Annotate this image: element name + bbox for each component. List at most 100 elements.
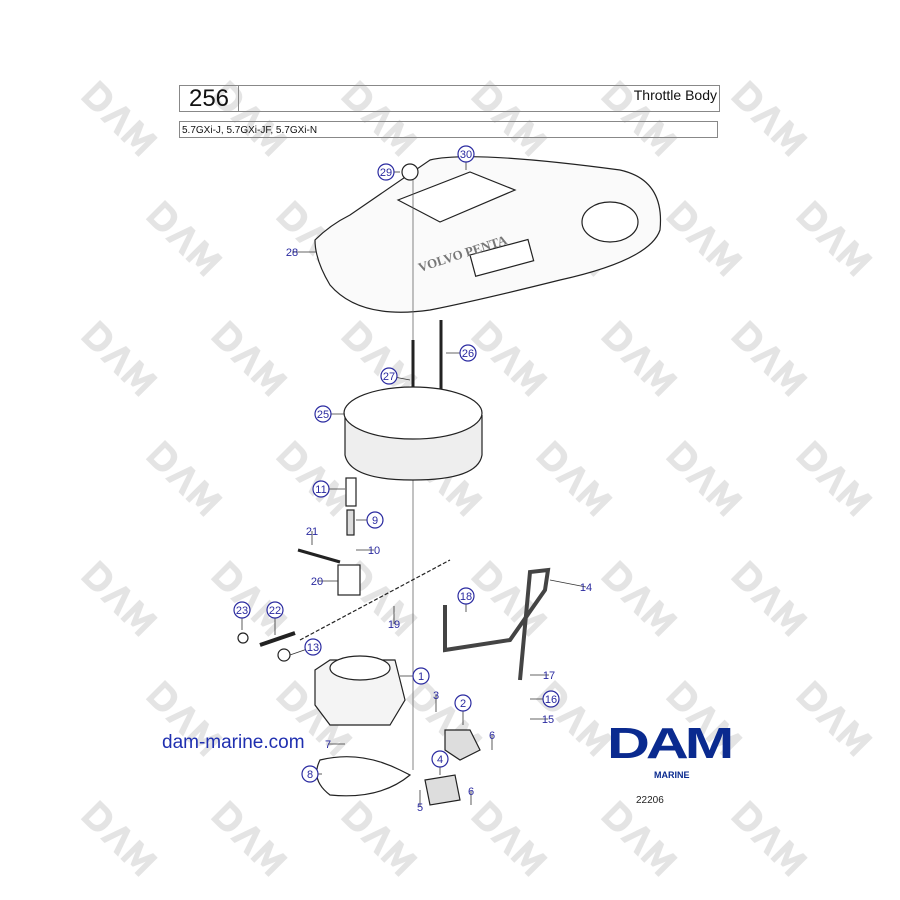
callout-circle (457, 145, 475, 163)
air-filter-top (343, 386, 483, 440)
callout-6[interactable]: 6 (489, 730, 495, 750)
callout-label: 28 (286, 247, 298, 259)
iac-valve-4 (424, 774, 461, 806)
callout-label: 1 (418, 671, 424, 683)
callout-1[interactable]: 1 (400, 667, 430, 685)
engine-cover (314, 156, 662, 313)
gasket-8 (316, 756, 412, 797)
callout-label: 25 (317, 409, 329, 421)
callout-circle (366, 511, 384, 529)
washer-23 (237, 632, 249, 644)
throttle-bore (329, 655, 391, 681)
callout-25[interactable]: 25 (314, 405, 345, 423)
logo-subtitle: MARINE (654, 770, 690, 780)
callout-13[interactable]: 13 (289, 638, 322, 656)
callout-circle (233, 601, 251, 619)
callout-circle (542, 690, 560, 708)
spacer-11 (345, 477, 357, 507)
callout-label: 13 (307, 642, 319, 654)
callout-label: 11 (315, 484, 326, 496)
callout-circle (459, 344, 477, 362)
callout-label: 6 (468, 786, 474, 798)
callout-5[interactable]: 5 (417, 790, 423, 814)
callout-8[interactable]: 8 (301, 765, 322, 783)
callout-26[interactable]: 26 (446, 344, 477, 362)
callout-23[interactable]: 23 (233, 601, 251, 630)
callout-label: 3 (433, 690, 439, 702)
bracket-20 (337, 564, 361, 596)
callout-circle (457, 587, 475, 605)
callout-7[interactable]: 7 (325, 739, 345, 751)
callout-circle (412, 667, 430, 685)
callout-label: 26 (462, 348, 474, 360)
callout-19[interactable]: 19 (388, 606, 400, 631)
bolt-21 (297, 548, 341, 564)
callout-circle (314, 405, 332, 423)
throttle-rod (299, 559, 451, 641)
header-box: 256 Throttle Body (179, 85, 720, 112)
callout-4[interactable]: 4 (431, 750, 449, 775)
callout-30[interactable]: 30 (457, 145, 475, 170)
callout-2[interactable]: 2 (454, 694, 472, 725)
callout-circle (377, 163, 395, 181)
nut-13 (277, 648, 291, 662)
callout-circle (431, 750, 449, 768)
callout-circle (454, 694, 472, 712)
callout-circle (304, 638, 322, 656)
callout-3[interactable]: 3 (433, 690, 439, 712)
stud-9 (346, 509, 355, 536)
callout-label: 22 (269, 605, 281, 617)
callout-label: 7 (325, 739, 331, 751)
support-bracket-14 (443, 567, 551, 681)
callout-14[interactable]: 14 (549, 579, 592, 594)
callout-label: 27 (383, 371, 395, 383)
cover-plate (396, 171, 517, 223)
callout-circle (312, 480, 330, 498)
callout-28[interactable]: 28 (286, 247, 316, 259)
callout-label: 21 (306, 526, 318, 538)
callout-9[interactable]: 9 (356, 511, 384, 529)
callout-label: 2 (460, 698, 466, 710)
leader-line (549, 579, 587, 588)
callout-label: 29 (380, 167, 392, 179)
callout-18[interactable]: 18 (457, 587, 475, 612)
callout-label: 18 (460, 591, 472, 603)
callout-17[interactable]: 17 (530, 670, 555, 682)
model-list: 5.7GXi-J, 5.7GXi-JF, 5.7GXi-N (179, 121, 718, 138)
callout-27[interactable]: 27 (380, 367, 411, 385)
callout-21[interactable]: 21 (306, 526, 318, 545)
callout-29[interactable]: 29 (377, 163, 400, 181)
page-title: Throttle Body (633, 87, 717, 103)
dam-logo: DAM (607, 719, 734, 768)
callout-circle (266, 601, 284, 619)
callout-11[interactable]: 11 (312, 480, 345, 498)
bolt-22 (259, 631, 296, 647)
callout-label: 4 (437, 754, 443, 766)
callout-label: 17 (543, 670, 555, 682)
callout-circle (380, 367, 398, 385)
callout-label: 15 (542, 714, 554, 726)
callout-label: 14 (580, 582, 592, 594)
sensor-2 (444, 729, 481, 761)
callout-label: 16 (545, 694, 557, 706)
callout-label: 9 (372, 515, 378, 527)
callout-10[interactable]: 10 (356, 545, 380, 557)
callout-label: 10 (368, 545, 380, 557)
page-number: 256 (180, 86, 239, 112)
callout-label: 23 (236, 605, 248, 617)
callout-20[interactable]: 20 (311, 576, 338, 588)
cover-label-area (469, 238, 535, 277)
callout-6[interactable]: 6 (468, 786, 474, 805)
website-text[interactable]: dam-marine.com (162, 732, 305, 753)
cover-round-badge (581, 201, 639, 243)
callout-label: 19 (388, 619, 400, 631)
callout-circle (301, 765, 319, 783)
reference-number: 22206 (636, 795, 664, 806)
callout-15[interactable]: 15 (530, 714, 554, 726)
callout-group: 29 30 28 26 27 25 11 9 21 10 20 19 18 14 23 22 13 1 17 3 2 16… (233, 145, 592, 814)
callout-22[interactable]: 22 (266, 601, 284, 635)
callout-16[interactable]: 16 (530, 690, 560, 708)
callout-label: 8 (307, 769, 313, 781)
oil-cap (401, 163, 419, 181)
